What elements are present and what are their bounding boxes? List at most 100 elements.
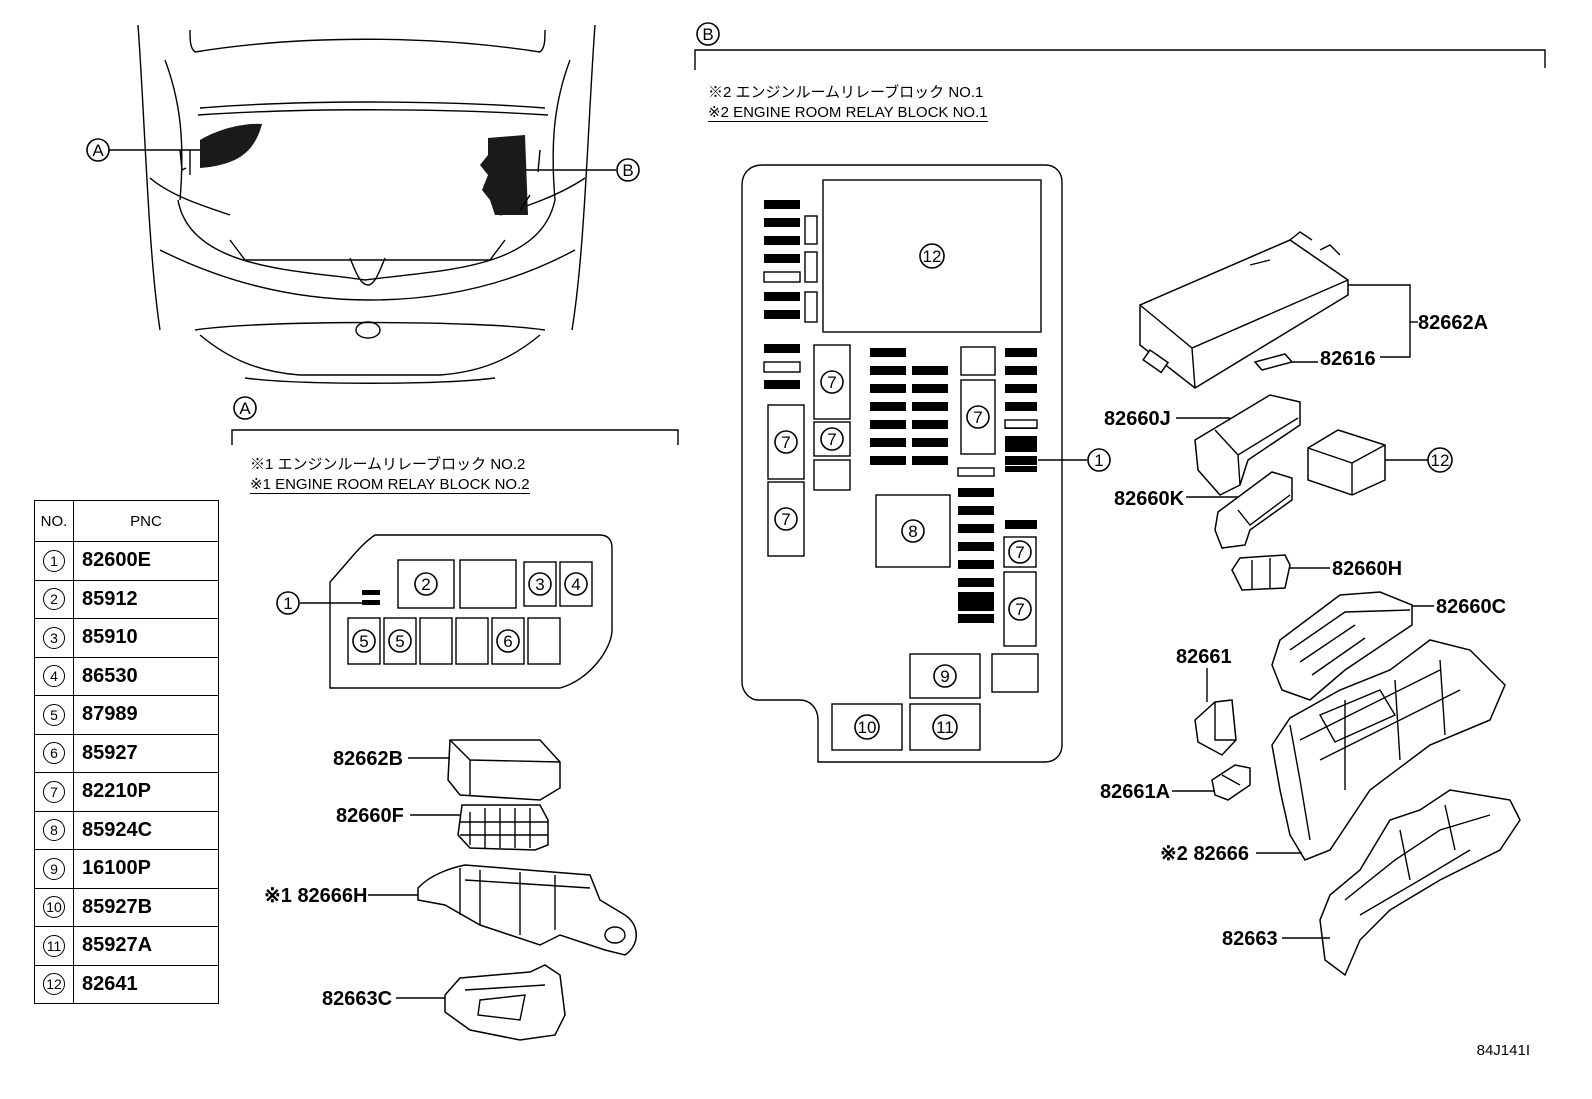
svg-text:4: 4 (571, 575, 580, 594)
row-number-circle: 5 (43, 703, 65, 726)
fuse-blade (958, 542, 994, 551)
fuse-blade (870, 438, 906, 447)
callout-b-overview: B (525, 158, 640, 182)
row-pnc: 85927 (73, 733, 219, 773)
svg-text:※1 82666H: ※1 82666H (264, 885, 368, 907)
fuse-blade (958, 616, 994, 623)
fuse-blade (1005, 520, 1037, 529)
row-pnc: 85912 (73, 579, 219, 619)
fuse-blade (912, 456, 948, 465)
fuse-blade (958, 580, 994, 587)
fuse-blade (1005, 438, 1037, 447)
svg-text:A: A (239, 399, 251, 418)
fuse-blade (870, 402, 906, 411)
header-pnc: PNC (73, 500, 219, 542)
fuse-blade (1005, 456, 1037, 462)
fuse-blade (764, 292, 800, 301)
fuse-blade (870, 366, 906, 375)
row-number: 10 (34, 887, 74, 927)
figure-id: 84J141I (1476, 1042, 1530, 1059)
fuse-blade (1005, 348, 1037, 357)
svg-text:12: 12 (923, 247, 942, 266)
part-82660j: 82660J (1104, 394, 1301, 496)
fuse-blade (764, 310, 800, 319)
row-pnc: 82600E (73, 541, 219, 581)
row-number-circle: 7 (43, 780, 65, 803)
fuse-blade (958, 596, 994, 605)
svg-text:7: 7 (1015, 543, 1024, 562)
row-number: 8 (34, 810, 74, 850)
svg-text:12: 12 (1431, 451, 1450, 470)
part-82660k: 82660K (1114, 471, 1293, 549)
fuse-blade (870, 384, 906, 393)
fuse-blade (870, 456, 906, 465)
part-82663c: 82663C (322, 964, 566, 1041)
vehicle-outline (137, 24, 596, 384)
header-no: NO. (34, 500, 74, 542)
callout-a-overview: A (86, 138, 200, 162)
fuse-blade (870, 420, 906, 429)
svg-text:7: 7 (1015, 600, 1024, 619)
fuse-blade (1005, 402, 1037, 411)
section-a-header: A (231, 396, 679, 445)
svg-text:82660F: 82660F (336, 805, 404, 827)
fuse-blade (1005, 466, 1037, 472)
svg-text:7: 7 (973, 408, 982, 427)
part-82616: 82616 (1253, 348, 1376, 371)
svg-text:7: 7 (781, 510, 790, 529)
fuse-blade (912, 402, 948, 411)
fuse-blade (870, 348, 906, 357)
svg-text:5: 5 (359, 632, 368, 651)
row-pnc: 85910 (73, 618, 219, 658)
svg-text:82662B: 82662B (333, 748, 403, 770)
svg-text:82660K: 82660K (1114, 488, 1185, 510)
row-number: 4 (34, 656, 74, 696)
fuse-blade (958, 592, 994, 599)
fuse-blade (1005, 436, 1037, 442)
part-82663: 82663 (1222, 789, 1521, 977)
row-number-circle: 8 (43, 819, 65, 842)
svg-text:3: 3 (535, 575, 544, 594)
svg-text:※2 82666: ※2 82666 (1160, 843, 1249, 865)
svg-text:82662A: 82662A (1418, 312, 1488, 334)
svg-text:82661: 82661 (1176, 646, 1232, 668)
pnc-table-header: NO. PNC (34, 500, 219, 542)
svg-text:82661A: 82661A (1100, 781, 1170, 803)
part-82662a: 82662A (1139, 231, 1488, 389)
relay-block-no1-layout: 12 7 7 7 7 7 8 7 7 9 (741, 164, 1111, 763)
fuse-blade (764, 344, 800, 353)
fuse-blade (1005, 384, 1037, 393)
svg-text:8: 8 (908, 522, 917, 541)
row-number-circle: 1 (43, 549, 65, 572)
fuse-blade (958, 506, 994, 515)
svg-text:82660J: 82660J (1104, 408, 1171, 430)
row-pnc: 82210P (73, 772, 219, 812)
row-number: 5 (34, 695, 74, 735)
part-82662b: 82662B (333, 739, 561, 801)
svg-text:7: 7 (827, 430, 836, 449)
row-number: 7 (34, 772, 74, 812)
row-number: 2 (34, 579, 74, 619)
part-82661: 82661 (1176, 646, 1237, 756)
table-row: 1 82600E (34, 541, 219, 581)
fuse-blade (764, 200, 800, 209)
row-number: 11 (34, 926, 74, 966)
section-a-caption-jp: ※1 エンジンルームリレーブロック NO.2 (250, 456, 526, 473)
table-row: 7 82210P (34, 772, 219, 812)
section-a-caption-en: ※1 ENGINE ROOM RELAY BLOCK NO.2 (250, 476, 530, 494)
fuse-blade (958, 488, 994, 497)
svg-text:1: 1 (1094, 451, 1103, 470)
fuse-blade (912, 384, 948, 393)
svg-text:1: 1 (283, 594, 292, 613)
section-b-caption-jp: ※2 エンジンルームリレーブロック NO.1 (708, 84, 984, 101)
svg-text:7: 7 (827, 373, 836, 392)
svg-text:82663: 82663 (1222, 928, 1278, 950)
fuse-blade (764, 380, 800, 389)
fuse-blade (958, 604, 994, 611)
